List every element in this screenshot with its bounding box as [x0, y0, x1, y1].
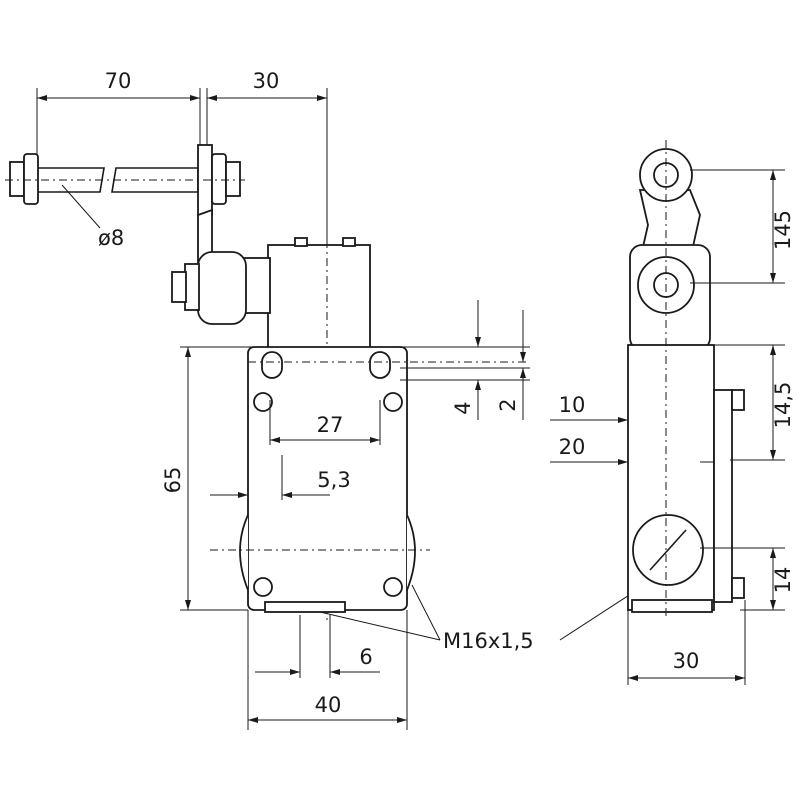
dim-conduit-height: 14	[771, 567, 795, 594]
dim-roller-spacing: 145	[771, 210, 795, 250]
dim-slot-4: 4	[451, 401, 475, 414]
lever-rod	[5, 144, 245, 216]
dim-body-width: 40	[315, 693, 342, 717]
dim-slot-2: 2	[496, 398, 520, 411]
dim-lever-offset: 30	[253, 69, 280, 93]
dim-bottom-6: 6	[359, 645, 372, 669]
side-view: 145 14,5 14 10 20 30	[550, 140, 795, 685]
dim-offset-14-5: 14,5	[771, 382, 795, 429]
dim-body-height: 65	[161, 467, 185, 494]
front-view: 70 30 ø8	[5, 69, 661, 730]
dim-depth-20: 20	[559, 435, 586, 459]
dim-body-depth: 30	[673, 649, 700, 673]
switch-body	[210, 346, 530, 613]
dim-depth-10: 10	[559, 393, 586, 417]
dim-hole-spacing: 27	[317, 413, 344, 437]
dim-rod-diameter: ø8	[98, 226, 124, 250]
thread-label: M16x1,5	[443, 629, 534, 653]
dim-lever-length: 70	[105, 69, 132, 93]
roller-arm	[171, 208, 371, 620]
dim-hole-offset: 5,3	[317, 468, 350, 492]
